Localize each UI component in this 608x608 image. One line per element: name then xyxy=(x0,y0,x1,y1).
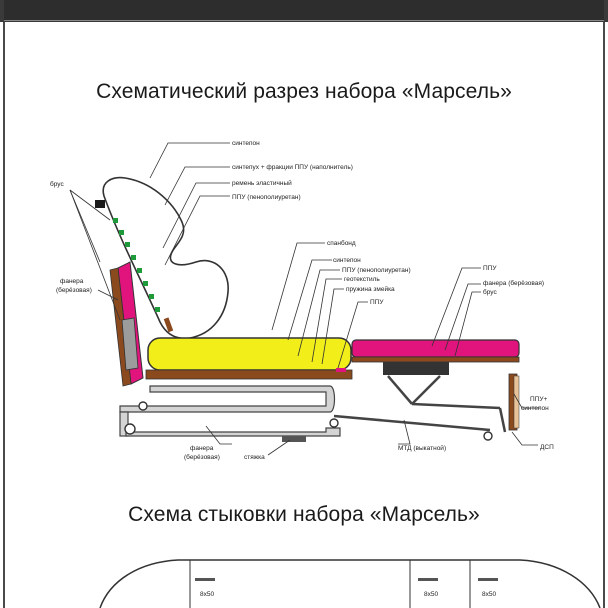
ottoman-mechanism xyxy=(333,375,507,433)
label-ppu-right: ППУ xyxy=(483,265,497,272)
label-brus-right: брус xyxy=(483,288,497,296)
label-ppu-seat: ППУ (пенополиуретан) xyxy=(342,267,411,274)
label-ppu-sintepon-2: синтепон xyxy=(521,405,549,412)
label-size-b: 8х50 xyxy=(424,591,438,598)
docking-outline xyxy=(99,559,601,608)
label-remen: ремень эластичный xyxy=(232,179,292,187)
styazhka-bracket xyxy=(282,436,306,442)
label-fanera-left-1: фанера xyxy=(60,278,84,285)
docking-bolt-icons xyxy=(195,578,498,581)
top-bar-inner xyxy=(4,0,604,21)
ottoman-cushion xyxy=(351,339,520,358)
label-size-c: 8х50 xyxy=(482,591,496,598)
metal-frame xyxy=(119,385,341,437)
left-gray-block xyxy=(121,317,139,371)
wheels xyxy=(124,401,493,441)
frame-right-border xyxy=(603,22,605,608)
leader-lines xyxy=(69,142,540,456)
back-small-wood xyxy=(163,317,174,333)
label-ppu-small: ППУ xyxy=(370,299,384,306)
seat-base-wood xyxy=(145,369,353,380)
label-fanera-right: фанера (берёзовая) xyxy=(483,279,544,287)
label-mtd: МТД (выкатной) xyxy=(398,444,446,452)
back-cushion xyxy=(102,176,229,340)
section-title-cross-section: Схематический разрез набора «Марсель» xyxy=(96,80,512,103)
ottoman-brus xyxy=(351,356,520,363)
seat-red-marker xyxy=(336,368,346,372)
top-bar xyxy=(0,0,608,22)
label-spanbond: спанбонд xyxy=(327,239,356,247)
label-fanera-left-2: (берёзовая) xyxy=(56,286,92,294)
label-size-a: 8х50 xyxy=(200,591,214,598)
label-sintepuh: синтепух + фракции ППУ (наполнитель) xyxy=(232,164,353,171)
label-styazhka: стяжка xyxy=(244,454,265,461)
label-sintepon-top: синтепон xyxy=(232,140,260,147)
label-dsp: ДСП xyxy=(540,444,554,451)
ottoman-mechanism-block xyxy=(383,362,449,375)
label-geotekstil: геотекстиль xyxy=(344,276,380,283)
frame-left-border xyxy=(3,22,5,608)
back-brus xyxy=(95,200,105,208)
label-ppu-back: ППУ (пенополиуретан) xyxy=(232,194,301,201)
green-spring-markers xyxy=(113,218,160,312)
label-fanera-bottom-1: фанера xyxy=(190,445,214,452)
label-sintepon-seat: синтепон xyxy=(333,257,361,264)
label-brus-left: брус xyxy=(50,180,64,188)
label-ppu-sintepon-1: ППУ+ xyxy=(530,396,547,403)
seat-cushion xyxy=(147,337,352,371)
section-title-docking-scheme: Схема стыковки набора «Марсель» xyxy=(128,503,480,526)
label-pruzhina: пружина змейка xyxy=(346,285,395,293)
label-fanera-bottom-2: (берёзовая) xyxy=(184,453,220,461)
